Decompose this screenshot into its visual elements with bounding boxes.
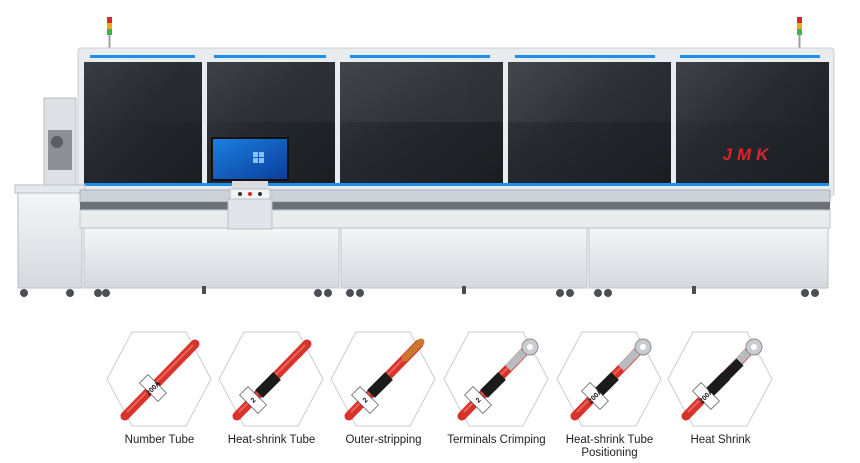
step-hexagon: 2 (218, 331, 324, 427)
step-label: Heat-shrink Tube (565, 434, 654, 446)
step-label: Heat-shrink Tube (227, 434, 316, 446)
wire-label-tag: 2 (250, 397, 258, 405)
casters (20, 286, 819, 297)
conveyor-rail (79, 189, 831, 229)
step-label: Outer-stripping (345, 434, 422, 446)
step-label-line2: Positioning (581, 447, 638, 459)
step-hexagon: 200A (556, 331, 662, 427)
brand-logo: JMK (723, 145, 774, 164)
lower-cabinet (83, 227, 829, 289)
signal-light-left (107, 17, 112, 48)
step-label: Heat Shrink (690, 434, 751, 446)
wire-label-tag: 2 (475, 397, 483, 405)
step-label: Terminals Crimping (447, 434, 546, 446)
step-hexagon: 2 (443, 331, 549, 427)
step-hexagon: 200A (667, 331, 773, 427)
step-hexagon: 2 (330, 331, 436, 427)
step-hexagon: 200A (106, 331, 212, 427)
process-step: 200A Heat Shrink (664, 330, 777, 463)
process-step: 200A Number Tube (103, 330, 216, 463)
wire-feeder (14, 97, 86, 289)
signal-light-right (797, 17, 802, 48)
wire-label-tag: 2 (362, 397, 370, 405)
glass-panels (84, 62, 829, 186)
step-label: Number Tube (124, 434, 195, 446)
machine-illustration: JMK (14, 17, 835, 297)
blue-light-strips (90, 55, 820, 58)
control-monitor (211, 137, 289, 230)
